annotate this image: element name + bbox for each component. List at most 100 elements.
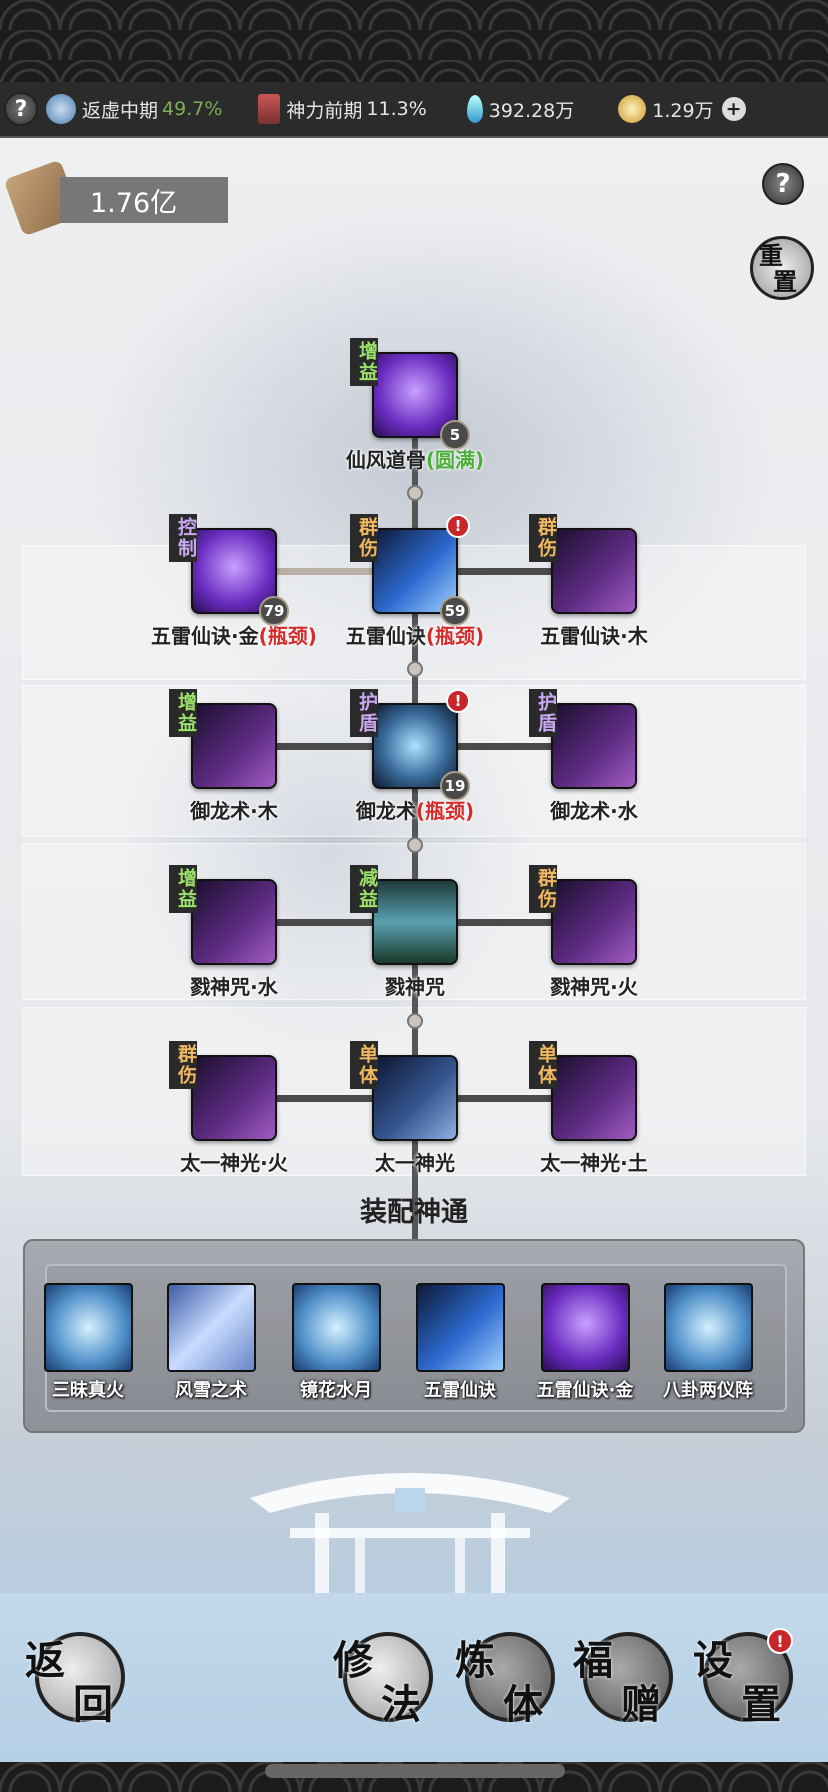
realm-progress: 49.7%: [162, 98, 223, 120]
curse-icon: [191, 879, 277, 965]
skill-node[interactable]: 增益 5: [350, 338, 470, 450]
tree-connector-horizontal: [415, 1095, 594, 1102]
equipped-skill-slot[interactable]: 风雪之术: [149, 1283, 273, 1402]
skill-level-badge: 79: [259, 596, 289, 626]
skill-name: 戮神咒·火: [550, 975, 638, 999]
skill-type-tag: 群伤: [169, 1041, 197, 1089]
skill-node-label: 太一神光·土: [474, 1147, 714, 1176]
equip-section-title: 装配神通: [360, 1197, 468, 1228]
lightning-icon: [551, 528, 637, 614]
skill-name: 御龙术·水: [550, 799, 638, 823]
equipped-skill-name: 风雪之术: [175, 1380, 247, 1401]
gold-coin-icon: [618, 95, 647, 123]
skill-node[interactable]: 增益: [169, 865, 277, 965]
home-indicator[interactable]: [265, 1764, 565, 1778]
spirit-crystal-icon: [466, 95, 483, 123]
skill-tree-screen: 1.76亿 ? 重置 增益 5 仙风道骨(圆满) 控制 79 五雷仙诀·金(瓶颈…: [0, 138, 828, 1762]
help-button[interactable]: ?: [4, 92, 38, 126]
skill-name: 五雷仙诀·金: [151, 624, 259, 648]
body-refining-button[interactable]: 炼体: [455, 1632, 555, 1728]
skill-node-label: 戮神咒·火: [474, 971, 714, 1000]
skill-node-label: 太一神光·火: [114, 1147, 354, 1176]
cultivation-method-button[interactable]: 修法: [333, 1632, 433, 1728]
tree-connector-node: [407, 1013, 423, 1029]
skill-node[interactable]: 增益: [169, 689, 277, 789]
lightning-icon: [415, 1283, 505, 1372]
tree-connector-horizontal: [415, 919, 594, 926]
skill-node-label: 仙风道骨(圆满): [295, 444, 535, 473]
lightning-icon: [540, 1283, 630, 1372]
skill-type-tag: 护盾: [350, 689, 378, 737]
lotus-icon: [291, 1283, 381, 1372]
skill-status: (瓶颈): [258, 624, 317, 648]
divine-power-progress: 11.3%: [366, 98, 427, 120]
equipped-skill-slot[interactable]: 五雷仙诀: [398, 1283, 522, 1402]
skill-node[interactable]: 单体: [529, 1041, 637, 1141]
tree-connector-node: [407, 485, 423, 501]
skill-level-badge: 59: [440, 596, 470, 626]
skill-type-tag: 群伤: [529, 514, 557, 562]
currency-value: 1.29万: [652, 99, 714, 122]
equipped-skill-name: 五雷仙诀·金: [536, 1380, 634, 1401]
skill-node[interactable]: 群伤 59 !: [350, 514, 470, 626]
gifts-button[interactable]: 福赠: [573, 1632, 673, 1728]
skill-name: 戮神咒·水: [190, 975, 278, 999]
settings-button[interactable]: 设置!: [693, 1628, 793, 1728]
skill-name: 仙风道骨: [345, 448, 426, 472]
add-currency-button[interactable]: +: [721, 97, 746, 121]
skill-node-label: 御龙术(瓶颈): [295, 795, 535, 824]
skill-type-tag: 单体: [350, 1041, 378, 1089]
skill-node[interactable]: 护盾 19 !: [350, 689, 470, 801]
nav-char: 修: [333, 1637, 373, 1684]
skill-node-label: 五雷仙诀·木: [474, 620, 714, 649]
skill-node[interactable]: 群伤: [529, 514, 637, 614]
decorative-header-pattern: [0, 0, 828, 82]
ice-shard-icon: [166, 1283, 256, 1372]
tree-connector-node: [407, 837, 423, 853]
nav-char: 体: [503, 1681, 543, 1728]
tree-connector-horizontal: [234, 568, 415, 575]
equipped-skill-slot[interactable]: 三昧真火: [26, 1283, 150, 1402]
back-button[interactable]: 返回: [25, 1632, 125, 1728]
equipped-skill-name: 镜花水月: [300, 1380, 372, 1401]
tree-connector-vertical: [412, 438, 418, 1314]
skill-node-label: 太一神光: [295, 1147, 535, 1176]
skill-name: 御龙术·木: [190, 799, 278, 823]
nav-char: 回: [73, 1681, 113, 1728]
skill-node[interactable]: 单体: [350, 1041, 458, 1141]
nav-char: 置: [741, 1681, 781, 1728]
skill-node[interactable]: 护盾: [529, 689, 637, 789]
equipped-skill-slot[interactable]: 镜花水月: [274, 1283, 398, 1402]
skill-node[interactable]: 群伤: [529, 865, 637, 965]
lightning-icon: [191, 528, 277, 614]
skill-node[interactable]: 群伤: [169, 1041, 277, 1141]
skill-node[interactable]: 控制 79: [169, 514, 289, 626]
skill-type-tag: 增益: [169, 865, 197, 913]
reset-char-2: 置: [773, 267, 797, 296]
curse-icon: [372, 879, 458, 965]
skill-node[interactable]: 减益: [350, 865, 458, 965]
tree-help-button[interactable]: ?: [762, 163, 804, 205]
dragon-icon: [551, 703, 637, 789]
skill-name: 太一神光·土: [540, 1151, 648, 1175]
skill-node-label: 御龙术·水: [474, 795, 714, 824]
tree-connector-horizontal: [415, 568, 594, 575]
yin-yang-realm-icon: [46, 94, 76, 124]
skill-node-label: 戮神咒: [295, 971, 535, 1000]
equipped-skill-name: 五雷仙诀: [424, 1380, 496, 1401]
equipped-skill-name: 八卦两仪阵: [663, 1380, 753, 1401]
reset-button[interactable]: 重置: [750, 236, 814, 300]
skill-level-badge: 19: [440, 771, 470, 801]
nav-char: 炼: [455, 1637, 495, 1684]
skill-name: 太一神光·火: [180, 1151, 288, 1175]
nav-char: 返: [25, 1637, 65, 1684]
reset-char-1: 重: [759, 241, 783, 270]
scroll-amount: 1.76亿: [60, 177, 228, 223]
equipped-skill-slot[interactable]: 五雷仙诀·金: [523, 1283, 647, 1402]
skill-status: (圆满): [425, 448, 485, 472]
skill-node-label: 御龙术·木: [114, 795, 354, 824]
tree-connector-node: [407, 661, 423, 677]
skill-type-tag: 减益: [350, 865, 378, 913]
equipped-skill-slot[interactable]: 八卦两仪阵: [646, 1283, 770, 1402]
light-beam-icon: [372, 1055, 458, 1141]
